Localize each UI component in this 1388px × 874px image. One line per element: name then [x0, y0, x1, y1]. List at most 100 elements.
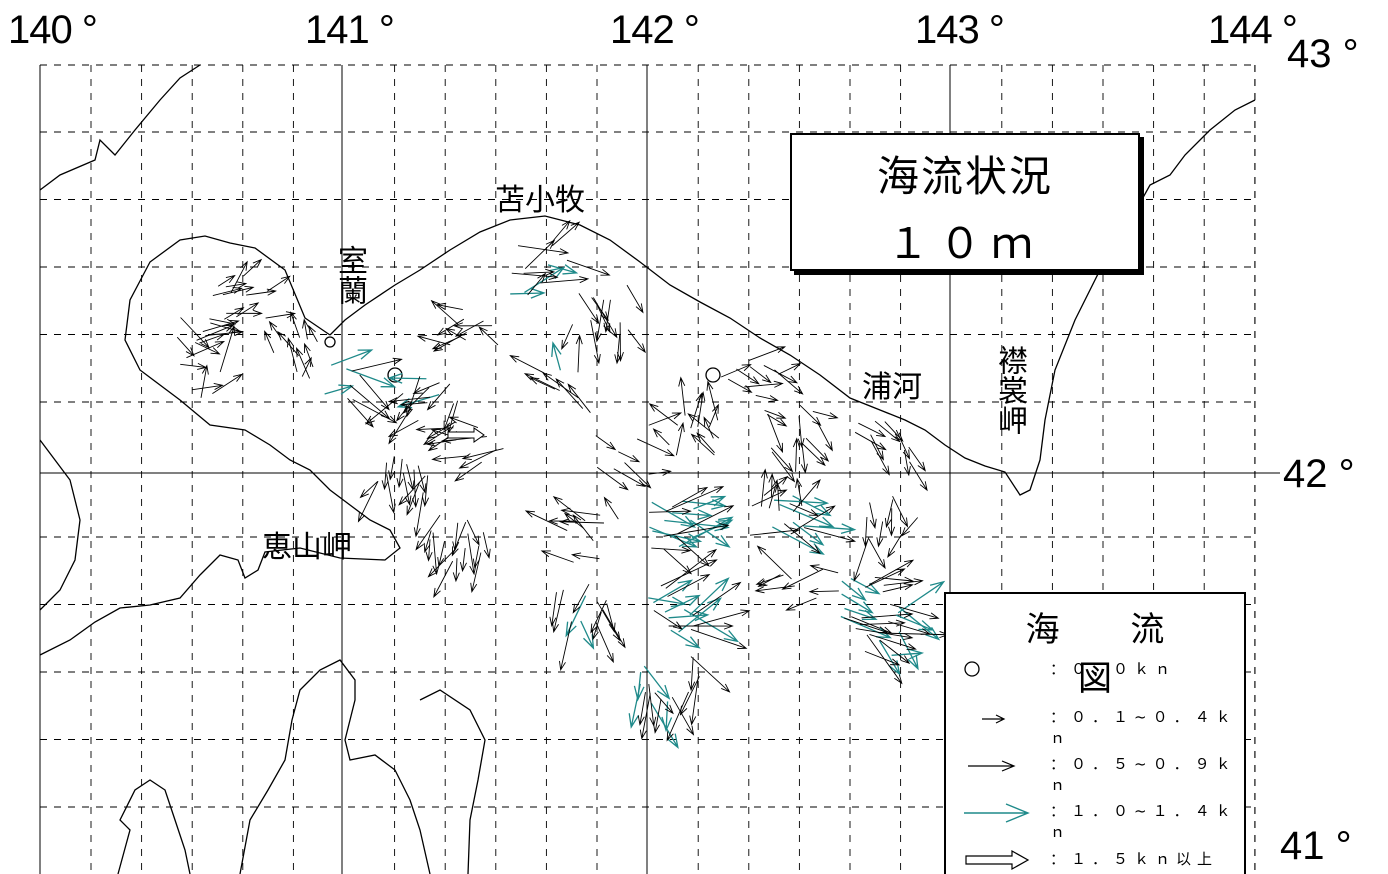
current-arrow	[671, 696, 695, 736]
current-arrow	[592, 611, 602, 641]
current-arrow	[540, 276, 590, 284]
place-muroran: 室蘭	[332, 245, 367, 305]
current-arrow	[754, 585, 795, 594]
current-arrow	[870, 434, 884, 461]
current-arrow	[555, 378, 584, 409]
current-arrow	[444, 327, 466, 341]
strong-current-arrow	[653, 579, 694, 604]
current-arrow	[721, 364, 752, 378]
strong-current-arrow	[324, 384, 355, 395]
current-arrow	[386, 474, 396, 514]
current-arrow	[660, 559, 718, 587]
current-arrow	[690, 629, 748, 649]
current-arrow	[736, 368, 760, 385]
current-arrow	[626, 284, 644, 314]
current-arrow	[639, 693, 651, 740]
current-arrow	[781, 568, 824, 590]
current-arrow	[727, 378, 753, 393]
current-arrow	[308, 324, 318, 343]
current-arrow	[688, 657, 696, 692]
current-arrow	[649, 507, 692, 515]
lon-label-143: 143 °	[915, 8, 1005, 52]
current-arrow	[435, 302, 463, 310]
current-arrow	[459, 547, 467, 573]
current-arrow	[209, 318, 237, 326]
map-title: 海流状況	[876, 152, 1053, 201]
current-arrow	[432, 532, 440, 576]
current-arrow	[883, 578, 924, 586]
lon-label-140: 140 °	[8, 8, 98, 52]
current-arrow	[509, 355, 545, 374]
current-arrow	[412, 382, 440, 394]
current-arrow	[804, 527, 857, 543]
current-arrow	[749, 527, 801, 536]
strong-current-arrow	[651, 501, 697, 528]
current-arrow	[381, 462, 389, 491]
current-arrow	[865, 568, 906, 588]
current-arrow	[417, 465, 427, 494]
current-arrow	[482, 532, 491, 559]
current-arrow	[572, 583, 590, 614]
current-arrow	[868, 538, 886, 570]
current-arrow	[677, 505, 735, 535]
current-arrow	[764, 410, 787, 419]
current-arrow	[616, 322, 624, 362]
current-arrow	[708, 403, 719, 428]
current-arrow	[675, 421, 685, 456]
current-arrow	[551, 221, 581, 247]
lon-label-142: 142 °	[610, 8, 700, 52]
current-arrow	[689, 673, 700, 726]
current-arrow	[467, 533, 477, 576]
current-arrow	[264, 330, 275, 353]
place-urakawa: 浦河	[862, 370, 922, 405]
strong-current-arrow	[672, 509, 713, 521]
current-arrow	[406, 481, 420, 516]
current-arrow	[624, 462, 652, 489]
current-arrow	[888, 508, 896, 537]
strong-current-arrow	[803, 523, 857, 535]
current-arrow	[774, 369, 804, 395]
current-arrow	[603, 496, 619, 520]
current-arrow	[268, 320, 281, 338]
current-arrow	[402, 473, 412, 506]
current-arrow	[667, 574, 711, 597]
current-arrow	[359, 374, 390, 411]
current-arrow	[862, 516, 870, 548]
current-arrow	[180, 317, 210, 349]
current-arrow	[236, 302, 260, 318]
current-arrow	[415, 425, 454, 433]
strong-current-arrow	[524, 266, 566, 293]
current-arrow	[524, 239, 556, 270]
current-arrow	[219, 325, 236, 373]
current-arrow	[396, 458, 404, 489]
current-arrow	[398, 475, 426, 506]
current-arrow	[637, 692, 646, 726]
current-arrow	[359, 481, 378, 499]
current-arrow	[277, 330, 300, 357]
current-arrow	[696, 432, 715, 453]
current-arrow	[406, 464, 415, 491]
current-arrow	[768, 478, 779, 509]
very-strong-current-arrow	[447, 427, 485, 443]
current-arrow	[892, 496, 909, 528]
current-arrow	[755, 574, 784, 585]
current-arrow	[547, 517, 578, 525]
short-arrow-icon	[982, 714, 1006, 724]
current-arrow	[800, 446, 808, 474]
strong-current-arrow	[633, 671, 645, 702]
current-arrow	[301, 356, 312, 377]
current-arrow	[461, 448, 504, 461]
medium-arrow-icon	[968, 760, 1016, 772]
current-arrow	[387, 419, 419, 438]
current-arrow	[751, 489, 788, 507]
current-arrow	[552, 589, 564, 634]
current-arrow	[431, 455, 469, 463]
current-arrow	[596, 466, 629, 491]
current-arrow	[180, 362, 208, 370]
current-arrow	[603, 299, 611, 333]
current-arrow	[755, 394, 779, 402]
current-arrow	[590, 320, 601, 365]
current-arrow	[595, 435, 617, 451]
legend-row-medium: ：０．５~０．９ｋｎ	[946, 749, 1246, 794]
